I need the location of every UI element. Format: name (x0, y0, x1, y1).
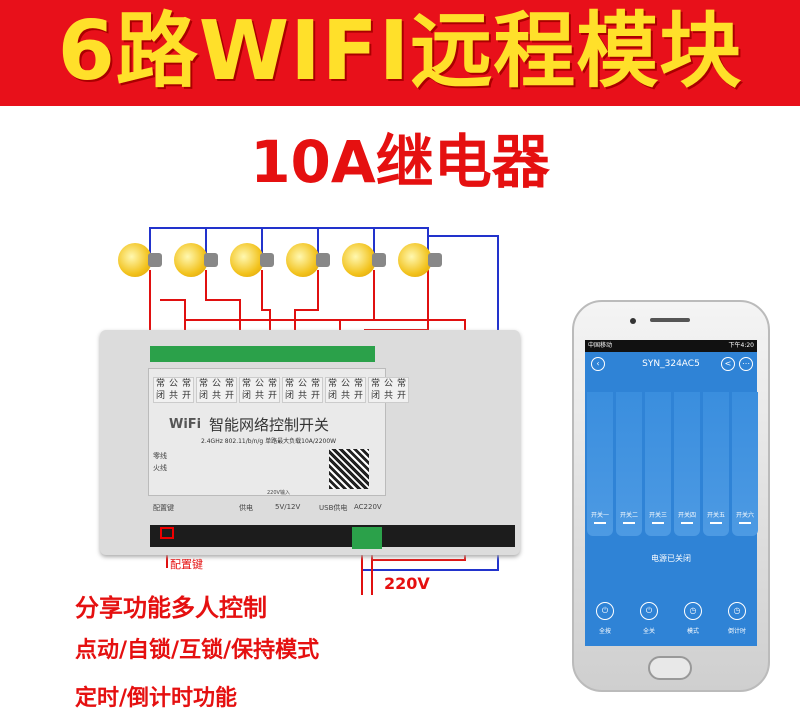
terminal-nc: 常闭 (327, 379, 337, 401)
bulb-icon (342, 243, 386, 277)
clock-icon: ◷ (684, 602, 702, 620)
voltage-label: 5V/12V (275, 503, 301, 511)
bulb-icon (398, 243, 442, 277)
terminal-no: 常开 (310, 379, 320, 401)
alarm-icon: ◷ (728, 602, 746, 620)
power-terminal (352, 527, 382, 549)
device-name: SYN_324AC5 (642, 359, 700, 369)
switch-1[interactable]: 开关一 (587, 392, 613, 536)
terminal-com: 公共 (383, 379, 393, 401)
power-icon: ⏻ (640, 602, 658, 620)
terminal-nc: 常闭 (284, 379, 294, 401)
power-label: 供电 (239, 504, 253, 512)
switch-label: 开关五 (706, 512, 725, 519)
input-label: 220V输入 (267, 490, 290, 496)
bulb-icon (118, 243, 162, 277)
terminal-nc: 常闭 (198, 379, 208, 401)
fire-line-label: 火线 (153, 464, 167, 472)
terminal-com: 公共 (168, 379, 178, 401)
switch-3[interactable]: 开关三 (645, 392, 671, 536)
countdown-button[interactable]: ◷ 倒计时 (722, 602, 752, 635)
module-name: 智能网络控制开关 (209, 416, 330, 434)
share-icon[interactable]: < (721, 357, 735, 371)
feature-share: 分享功能多人控制 (75, 594, 267, 622)
bulb-icon (286, 243, 330, 277)
button-label: 全按 (598, 628, 611, 635)
module-label: 常闭公共常开 常闭公共常开 常闭公共常开 常闭公共常开 常闭公共常开 常闭公共常… (148, 368, 409, 512)
terminal-nc: 常闭 (241, 379, 251, 401)
qr-code (329, 449, 369, 489)
terminal-com: 公共 (254, 379, 264, 401)
button-label: 倒计时 (727, 628, 746, 635)
switch-2[interactable]: 开关二 (616, 392, 642, 536)
all-off-button[interactable]: ⏻ 全关 (634, 602, 664, 635)
terminal-no: 常开 (224, 379, 234, 401)
power-icon: ⏻ (596, 602, 614, 620)
switch-label: 开关六 (735, 512, 754, 519)
pcb-strip (150, 525, 515, 547)
config-callout: 配置键 (170, 558, 203, 571)
bulb-icon (174, 243, 218, 277)
terminal-com: 公共 (340, 379, 350, 401)
terminal-nc: 常闭 (155, 379, 165, 401)
carrier: 中国移动 (588, 342, 613, 349)
terminal-no: 常开 (353, 379, 363, 401)
title-banner (0, 0, 800, 106)
usb-power-label: USB供电 (319, 504, 348, 512)
output-terminal-block (150, 346, 375, 362)
config-button[interactable] (160, 527, 174, 539)
terminal-com: 公共 (297, 379, 307, 401)
terminal-com: 公共 (211, 379, 221, 401)
button-label: 模式 (686, 628, 699, 635)
switch-4[interactable]: 开关四 (674, 392, 700, 536)
mode-button[interactable]: ◷ 模式 (678, 602, 708, 635)
switch-label: 开关二 (619, 512, 638, 519)
more-icon[interactable]: ⋯ (739, 357, 753, 371)
relay-subtitle: 10A继电器 (250, 128, 550, 196)
clock: 下午4:20 (728, 342, 754, 349)
feature-modes: 点动/自锁/互锁/保持模式 (75, 638, 320, 663)
terminal-no: 常开 (267, 379, 277, 401)
terminal-labels: 常闭公共常开 常闭公共常开 常闭公共常开 常闭公共常开 常闭公共常开 常闭公共常… (153, 377, 409, 403)
config-key-label: 配置键 (153, 504, 174, 512)
home-button[interactable] (648, 656, 692, 680)
wifi-logo: WiFi (169, 417, 202, 432)
product-title: 6路WIFI远程模块 (57, 4, 743, 99)
terminal-nc: 常闭 (370, 379, 380, 401)
status-bar: 中国移动 下午4:20 (585, 340, 757, 352)
switch-label: 开关四 (677, 512, 696, 519)
switch-label: 开关一 (590, 512, 609, 519)
terminal-no: 常开 (181, 379, 191, 401)
power-status: 电源已关闭 (651, 554, 691, 563)
all-on-button[interactable]: ⏻ 全按 (590, 602, 620, 635)
terminal-no: 常开 (396, 379, 406, 401)
switch-label: 开关三 (648, 512, 667, 519)
speaker-icon (650, 318, 690, 322)
camera-icon (630, 318, 636, 324)
zero-line-label: 零线 (153, 452, 167, 460)
bulb-icon (230, 243, 274, 277)
ac-label: AC220V (354, 503, 382, 511)
switch-5[interactable]: 开关五 (703, 392, 729, 536)
voltage-callout: 220V (384, 574, 430, 593)
module-spec: 2.4GHz 802.11/b/n/g 单路最大负载10A/2200W (201, 438, 337, 445)
app-screen: 中国移动下午4:20 ‹ SYN_324AC5 < ⋯ 开关一 开关二 开关三 … (585, 340, 758, 646)
feature-timer: 定时/倒计时功能 (75, 686, 238, 711)
button-label: 全关 (642, 628, 655, 635)
back-icon[interactable]: ‹ (591, 357, 605, 371)
switch-6[interactable]: 开关六 (732, 392, 758, 536)
